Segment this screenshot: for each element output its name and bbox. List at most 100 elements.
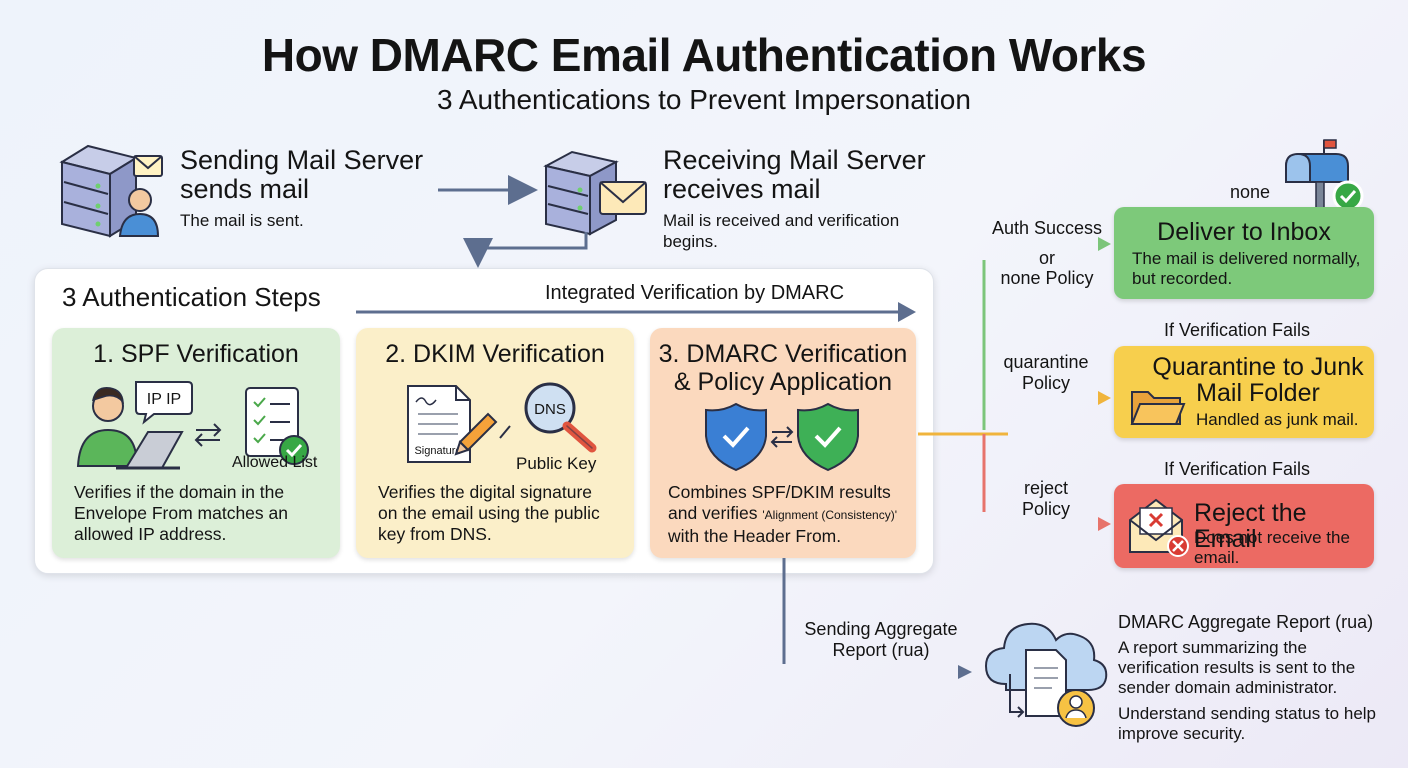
- receiving-title-1: Receiving Mail Server: [663, 145, 926, 175]
- admin-avatar-icon: [1057, 689, 1095, 727]
- inbox-desc: The mail is delivered normally, but reco…: [1132, 249, 1360, 289]
- signature-label: Signature: [414, 445, 461, 457]
- reject-desc-1: Does not receive the: [1194, 528, 1350, 547]
- dmarc-desc-2a: and verifies: [668, 503, 763, 523]
- dmarc-desc-2b: 'Alignment (Consistency)': [762, 508, 897, 522]
- auth-success-label: Auth Success: [991, 218, 1103, 238]
- quarantine-title: Quarantine to Junk Mail Folder: [1142, 354, 1374, 406]
- receiving-server-icon: [543, 150, 647, 236]
- rejected-envelope-icon: [1129, 498, 1189, 557]
- public-key-label: Public Key: [516, 454, 597, 473]
- receiving-desc-1: Mail is received and verification: [663, 211, 900, 230]
- report-desc-1b: verification results is sent to the: [1118, 658, 1356, 677]
- reject-desc: Does not receive the email.: [1194, 528, 1350, 568]
- dmarc-title-2: & Policy Application: [673, 368, 893, 396]
- deliver-inbox-box: Deliver to Inbox The mail is delivered n…: [1114, 207, 1374, 299]
- spf-desc-3: allowed IP address.: [74, 524, 227, 544]
- allowed-list-label: Allowed List: [232, 454, 318, 471]
- dmarc-desc-2: and verifies 'Alignment (Consistency)': [668, 503, 902, 526]
- quarantine-desc: Handled as junk mail.: [1196, 410, 1359, 429]
- person-icon: [76, 387, 137, 467]
- dkim-title: 2. DKIM Verification: [385, 340, 605, 368]
- quarantine-box: Quarantine to Junk Mail Folder Handled a…: [1114, 346, 1374, 438]
- folder-icon: [1130, 391, 1186, 425]
- dmarc-title: 3. DMARC Verification & Policy Applicati…: [650, 340, 916, 396]
- dmarc-desc-3: with the Header From.: [668, 526, 842, 546]
- dmarc-illustration: [705, 402, 859, 472]
- quarantine-policy-label-1: quarantine: [1003, 352, 1089, 372]
- quarantine-policy-label-2: Policy: [1021, 373, 1070, 393]
- dmarc-card: 3. DMARC Verification & Policy Applicati…: [650, 328, 916, 558]
- cloud-report-icon: [984, 622, 1108, 727]
- dkim-desc-3: key from DNS.: [378, 524, 492, 544]
- report-desc-1c: sender domain administrator.: [1118, 678, 1338, 697]
- integrated-label: Integrated Verification by DMARC: [545, 282, 845, 304]
- inbox-title: Deliver to Inbox: [1157, 218, 1331, 246]
- spf-title: 1. SPF Verification: [93, 340, 299, 368]
- spf-desc-2: Envelope From matches an: [74, 503, 288, 523]
- report-desc-1a: A report summarizing the: [1118, 638, 1307, 657]
- inbox-desc-2: but recorded.: [1132, 269, 1233, 288]
- report-desc-2b: improve security.: [1118, 724, 1246, 743]
- ip-label: IP IP: [147, 391, 181, 408]
- quarantine-title-1: Quarantine to Junk: [1152, 353, 1364, 381]
- shield-icon: [797, 402, 859, 472]
- swap-arrows-icon: [194, 423, 222, 447]
- quarantine-title-2: Mail Folder: [1196, 379, 1320, 407]
- report-desc-2a: Understand sending status to help: [1118, 704, 1377, 723]
- shield-icon: [705, 402, 767, 472]
- sending-title-2: sends mail: [180, 174, 310, 204]
- dkim-card: 2. DKIM Verification Signature DNS Publi…: [356, 328, 634, 558]
- ip-speech-bubble: IP IP: [135, 381, 193, 425]
- dkim-desc-2: on the email using the public: [378, 503, 600, 523]
- pencil-icon: [454, 412, 498, 456]
- receiving-server: Receiving Mail Server receives mail Mail…: [663, 146, 926, 252]
- mailbox-icon: [1285, 139, 1364, 212]
- check-icon: [279, 435, 309, 465]
- magnifier-icon: DNS: [524, 382, 597, 453]
- steps-title: 3 Authentication Steps: [62, 282, 321, 312]
- spf-desc: Verifies if the domain in the Envelope F…: [74, 482, 326, 545]
- swap-arrows-icon: [770, 426, 794, 448]
- dmarc-desc: Combines SPF/DKIM results and verifies '…: [668, 482, 902, 547]
- spf-illustration: IP IP: [76, 381, 309, 470]
- report-flow-label-1: Sending Aggregate: [804, 619, 958, 639]
- receiving-desc-2: begins.: [663, 232, 718, 251]
- laptop-icon: [116, 431, 184, 470]
- reject-desc-2: email.: [1194, 548, 1240, 567]
- none-label: none: [1230, 182, 1271, 202]
- separator-slash: [499, 425, 511, 439]
- reject-policy-label-2: Policy: [1021, 499, 1070, 519]
- report-desc-1: A report summarizing the verification re…: [1118, 638, 1398, 698]
- sending-desc: The mail is sent.: [180, 211, 304, 230]
- document-icon: [1025, 649, 1067, 717]
- fail-label-quarantine: If Verification Fails: [1164, 320, 1311, 340]
- receiving-title-2: receives mail: [663, 174, 821, 204]
- dmarc-title-1: 3. DMARC Verification: [658, 340, 908, 368]
- page-title: How DMARC Email Authentication Works: [261, 29, 1147, 81]
- fail-label-reject: If Verification Fails: [1164, 459, 1311, 479]
- report-desc-2: Understand sending status to help improv…: [1118, 704, 1398, 744]
- spf-card: 1. SPF Verification IP IP: [52, 328, 340, 558]
- sending-title-1: Sending Mail Server: [180, 145, 424, 175]
- dkim-desc-1: Verifies the digital signature: [378, 482, 593, 502]
- dkim-illustration: Signature DNS: [407, 382, 597, 463]
- dns-label: DNS: [534, 401, 566, 418]
- receive-to-steps-arrow: [463, 232, 588, 268]
- dmarc-desc-1: Combines SPF/DKIM results: [668, 482, 891, 502]
- or-label: or: [1038, 248, 1055, 268]
- reject-title: Reject the Email: [1194, 499, 1307, 553]
- spf-desc-1: Verifies if the domain in the: [74, 482, 285, 502]
- none-policy-label: none Policy: [1000, 268, 1094, 288]
- report-title: DMARC Aggregate Report (rua): [1118, 612, 1374, 632]
- inbox-desc-1: The mail is delivered normally,: [1132, 249, 1361, 268]
- dkim-desc: Verifies the digital signature on the em…: [378, 482, 620, 545]
- reject-policy-label-1: reject: [1023, 478, 1068, 498]
- page-subtitle: 3 Authentications to Prevent Impersonati…: [437, 84, 971, 115]
- reject-box: Reject the Email Does not receive the em…: [1114, 484, 1374, 568]
- document-icon: Signature: [407, 385, 471, 463]
- report-flow-label-2: Report (rua): [832, 640, 930, 660]
